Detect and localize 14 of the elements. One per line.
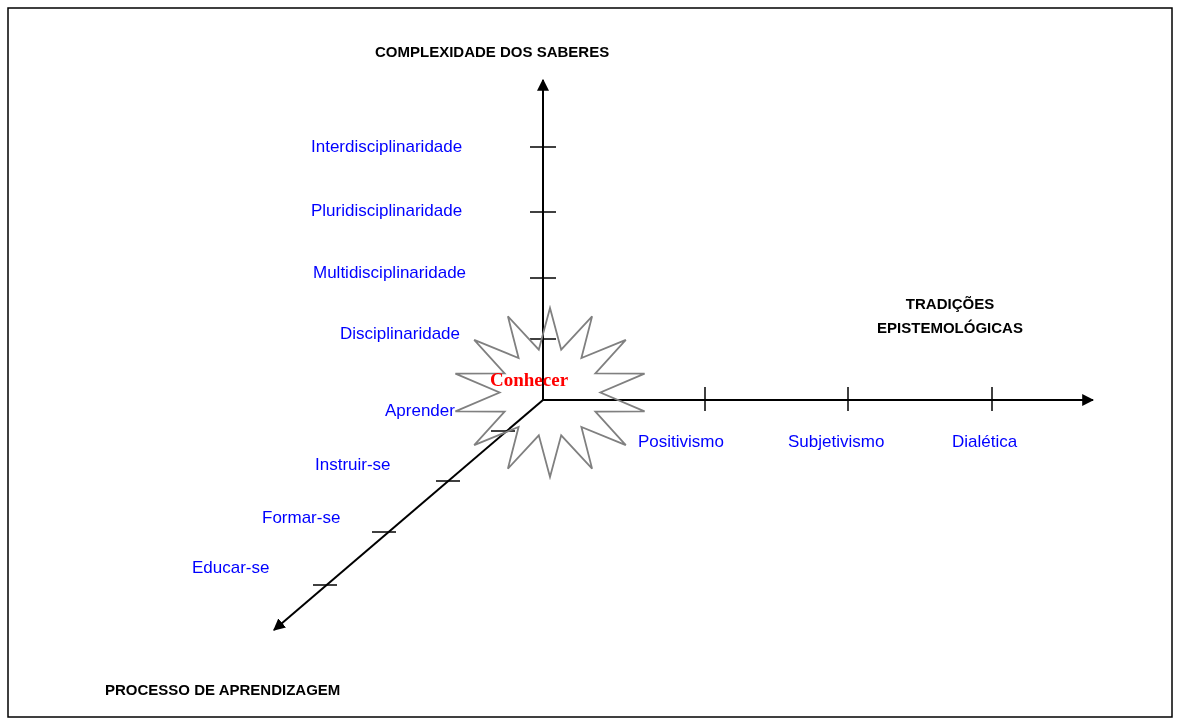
scale-label: Interdisciplinaridade [311,137,463,157]
axis-title: PROCESSO DE APRENDIZAGEM [105,680,341,700]
axis-title: TRADIÇÕES EPISTEMOLÓGICAS [876,294,1024,338]
scale-label: Positivismo [638,432,724,452]
scale-label: Educar-se [192,558,270,578]
scale-label: Instruir-se [315,455,391,475]
scale-label: Aprender [385,401,455,421]
scale-label: Formar-se [262,508,341,528]
axis-title: COMPLEXIDADE DOS SABERES [375,42,610,62]
scale-label: Pluridisciplinaridade [311,201,463,221]
scale-label: Subjetivismo [788,432,885,452]
scale-label: Disciplinaridade [340,324,460,344]
scale-label: Multidisciplinaridade [313,263,467,283]
scale-label: Dialética [952,432,1018,452]
